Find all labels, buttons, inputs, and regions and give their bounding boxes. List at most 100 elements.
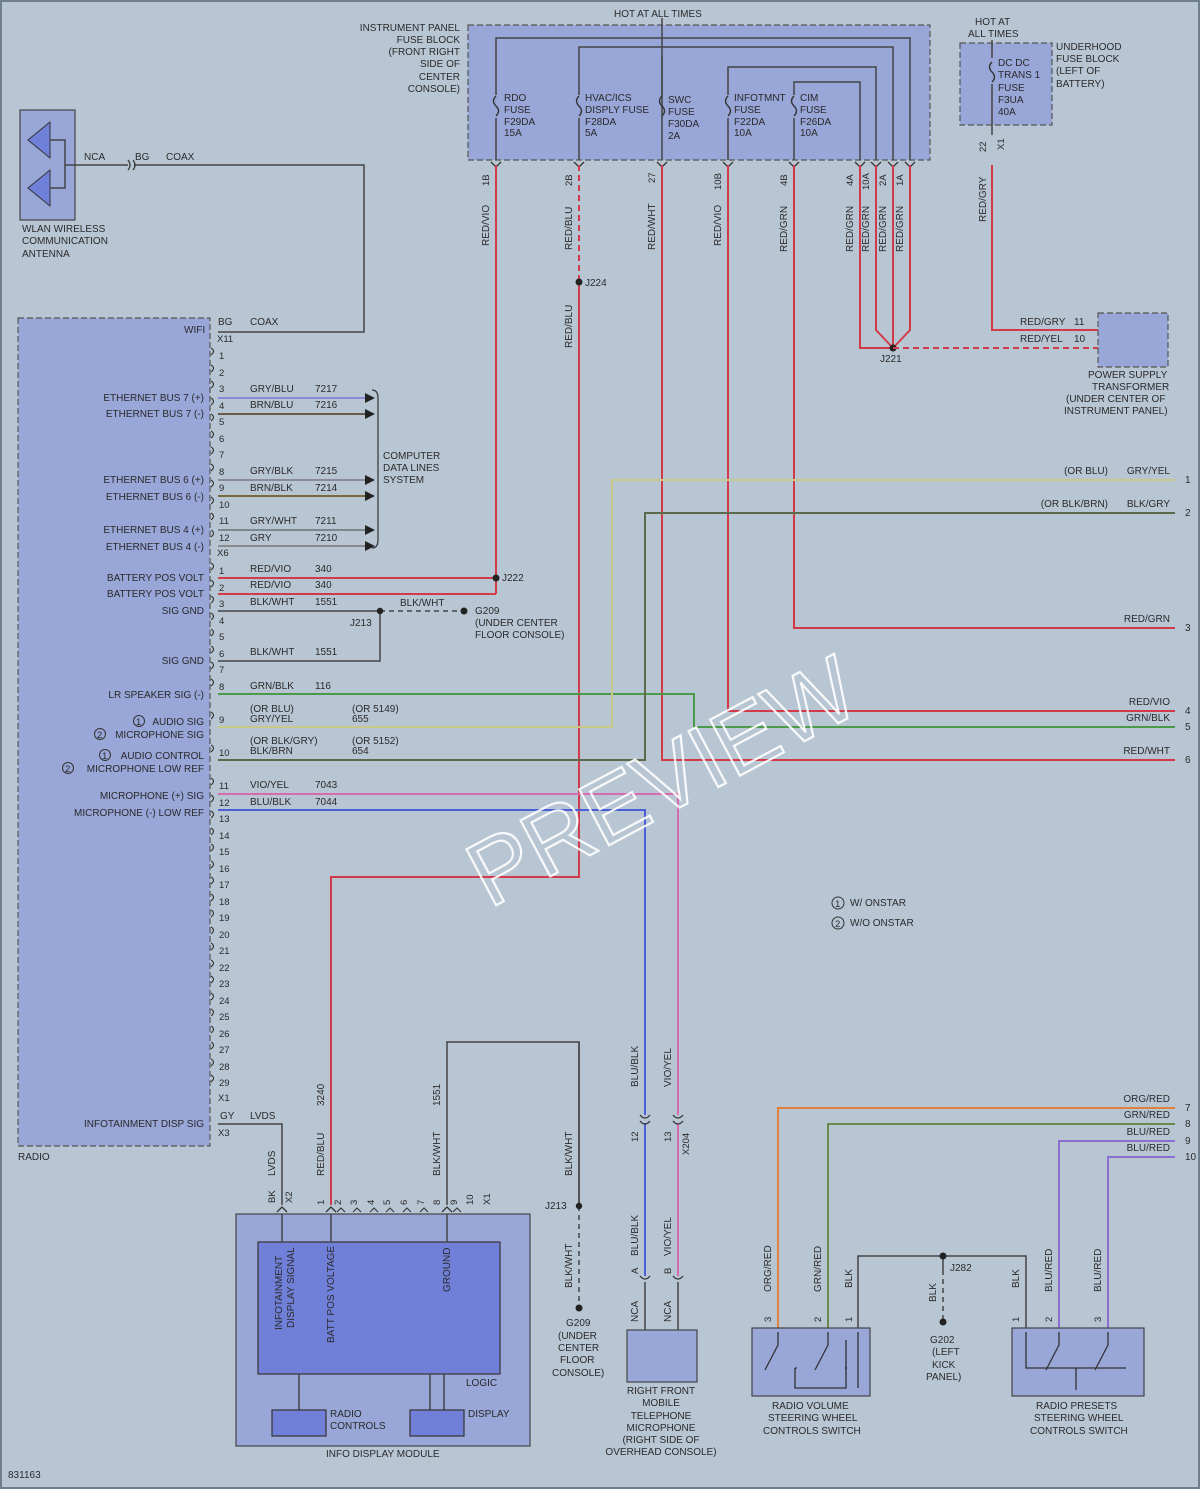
svg-text:1: 1 xyxy=(844,1317,855,1322)
wire-color-label: BLU/BLK xyxy=(250,797,291,808)
fuse-bus-lines xyxy=(495,18,911,160)
svg-text:BLU/BLK: BLU/BLK xyxy=(630,1046,641,1087)
svg-text:3240: 3240 xyxy=(316,1083,327,1106)
radio-pin-number: 12 xyxy=(219,798,230,809)
svg-text:(LEFT OF: (LEFT OF xyxy=(1056,66,1100,77)
circuit-number: 116 xyxy=(315,681,331,692)
svg-text:INSTRUMENT PANEL): INSTRUMENT PANEL) xyxy=(1064,406,1168,417)
svg-text:INFOTMNT: INFOTMNT xyxy=(734,93,786,104)
wire-color-label: 655 xyxy=(352,714,369,725)
svg-text:(UNDER CENTER OF: (UNDER CENTER OF xyxy=(1066,394,1165,405)
circuit-number: 340 xyxy=(315,580,332,591)
idm-pin-label: 10 xyxy=(465,1194,476,1205)
svg-text:NCA: NCA xyxy=(630,1301,641,1322)
svg-text:10B: 10B xyxy=(713,173,724,190)
svg-text:X1: X1 xyxy=(996,138,1007,150)
radio-pin-number: 7 xyxy=(219,665,224,676)
idm-pin-label: 3 xyxy=(349,1200,360,1205)
idm-pin-label: 2 xyxy=(333,1200,344,1205)
svg-text:RED/GRN: RED/GRN xyxy=(878,206,889,252)
fuse-pin-numbers: 1B 2B 27 10B 4B 4A 10A 2A 1A xyxy=(481,172,906,190)
svg-text:NCA: NCA xyxy=(663,1301,674,1322)
svg-text:FUSE BLOCK: FUSE BLOCK xyxy=(1056,54,1120,65)
svg-text:CONTROLS SWITCH: CONTROLS SWITCH xyxy=(1030,1426,1128,1437)
wire-color-label: GRN/BLK xyxy=(250,681,294,692)
svg-text:POWER SUPPLY: POWER SUPPLY xyxy=(1088,370,1168,381)
radio-pin-number: 13 xyxy=(219,814,230,825)
circuit-number: 7211 xyxy=(315,516,337,527)
wire-color-label: GRY/WHT xyxy=(250,516,297,527)
radio-pin-function: AUDIO CONTROL xyxy=(121,751,205,762)
right-wire-color: BLK/GRY xyxy=(1127,499,1170,510)
circuit-number: 7216 xyxy=(315,400,338,411)
svg-text:GRN/RED: GRN/RED xyxy=(813,1246,824,1292)
wire-color-label: GRY/BLK xyxy=(250,466,293,477)
right-pin-number: 8 xyxy=(1185,1119,1191,1130)
svg-text:3: 3 xyxy=(1093,1317,1104,1322)
svg-text:RED/BLU: RED/BLU xyxy=(564,207,575,250)
svg-text:COAX: COAX xyxy=(166,152,195,163)
right-pin-number: 10 xyxy=(1185,1152,1197,1163)
radio-module: RADIO WIFI BG COAX X11 X6 X1 X3 12345678… xyxy=(17,317,399,1163)
svg-text:INFO DISPLAY MODULE: INFO DISPLAY MODULE xyxy=(326,1449,440,1460)
circuit-number: 1551 xyxy=(315,647,338,658)
svg-text:BLK: BLK xyxy=(844,1269,855,1288)
svg-text:BLU/RED: BLU/RED xyxy=(1044,1249,1055,1292)
svg-text:FUSE: FUSE xyxy=(800,105,827,116)
svg-text:2B: 2B xyxy=(564,174,575,186)
right-pin-number: 6 xyxy=(1185,755,1191,766)
svg-text:RED/WHT: RED/WHT xyxy=(647,203,658,250)
svg-text:LOGIC: LOGIC xyxy=(466,1378,497,1389)
svg-text:CONTROLS SWITCH: CONTROLS SWITCH xyxy=(763,1426,861,1437)
svg-text:CONTROLS: CONTROLS xyxy=(330,1421,386,1432)
radio-pin-number: 15 xyxy=(219,847,230,858)
wire-color-label: BLK/BRN xyxy=(250,746,293,757)
right-wire-alt-color: (OR BLK/BRN) xyxy=(1041,499,1108,510)
radio-pin-function: MICROPHONE (-) LOW REF xyxy=(74,808,204,819)
radio-pin-number: 3 xyxy=(219,384,224,395)
hot-at-all-times-label: HOT AT ALL TIMES xyxy=(614,9,702,20)
svg-text:J213: J213 xyxy=(350,618,372,629)
circuit-number: 1551 xyxy=(315,597,338,608)
variant-marker-number: 2 xyxy=(97,730,102,741)
svg-text:W/ ONSTAR: W/ ONSTAR xyxy=(850,898,906,909)
svg-text:FUSE: FUSE xyxy=(504,105,531,116)
svg-text:DISPLAY SIGNAL: DISPLAY SIGNAL xyxy=(286,1247,297,1328)
radio-pin-function: ETHERNET BUS 6 (+) xyxy=(103,475,204,486)
wire-color-label: GRY xyxy=(250,533,272,544)
svg-text:RED/VIO: RED/VIO xyxy=(713,205,724,246)
svg-text:FUSE BLOCK: FUSE BLOCK xyxy=(397,35,461,46)
variant-marker xyxy=(133,715,145,727)
svg-text:J222: J222 xyxy=(502,573,524,584)
svg-text:RED/GRN: RED/GRN xyxy=(845,206,856,252)
wire-color-label: (OR BLK/GRY) xyxy=(250,736,318,747)
svg-text:DISPLAY: DISPLAY xyxy=(468,1409,510,1420)
svg-text:RADIO VOLUME: RADIO VOLUME xyxy=(772,1401,849,1412)
svg-text:J282: J282 xyxy=(950,1263,972,1274)
svg-text:BATT POS VOLTAGE: BATT POS VOLTAGE xyxy=(326,1246,337,1343)
radio-pin-number: 18 xyxy=(219,897,230,908)
circuit-number: 340 xyxy=(315,564,332,575)
wire-color-label: 7044 xyxy=(315,797,338,808)
svg-text:F29DA: F29DA xyxy=(504,117,535,128)
svg-text:A: A xyxy=(630,1267,641,1274)
svg-text:GROUND: GROUND xyxy=(442,1248,453,1292)
mobile-telephone-microphone: BLU/BLK VIO/YEL 12 13 X204 BLU/BLK VIO/Y… xyxy=(605,1046,716,1458)
radio-pin-number: 29 xyxy=(219,1078,230,1089)
wire-color-label: GRY/YEL xyxy=(250,714,294,725)
svg-text:RED/BLU: RED/BLU xyxy=(564,305,575,348)
radio-pin-number: 20 xyxy=(219,930,230,941)
radio-pin-number: 21 xyxy=(219,946,230,957)
svg-text:4B: 4B xyxy=(779,174,790,186)
svg-text:BLK: BLK xyxy=(928,1283,939,1302)
svg-text:RDO: RDO xyxy=(504,93,526,104)
right-wire-color: BLU/RED xyxy=(1127,1143,1170,1154)
right-pin-number: 9 xyxy=(1185,1136,1191,1147)
radio-pin-function: AUDIO SIG xyxy=(152,717,204,728)
svg-text:RIGHT FRONT: RIGHT FRONT xyxy=(627,1386,695,1397)
svg-text:(RIGHT SIDE OF: (RIGHT SIDE OF xyxy=(622,1435,699,1446)
